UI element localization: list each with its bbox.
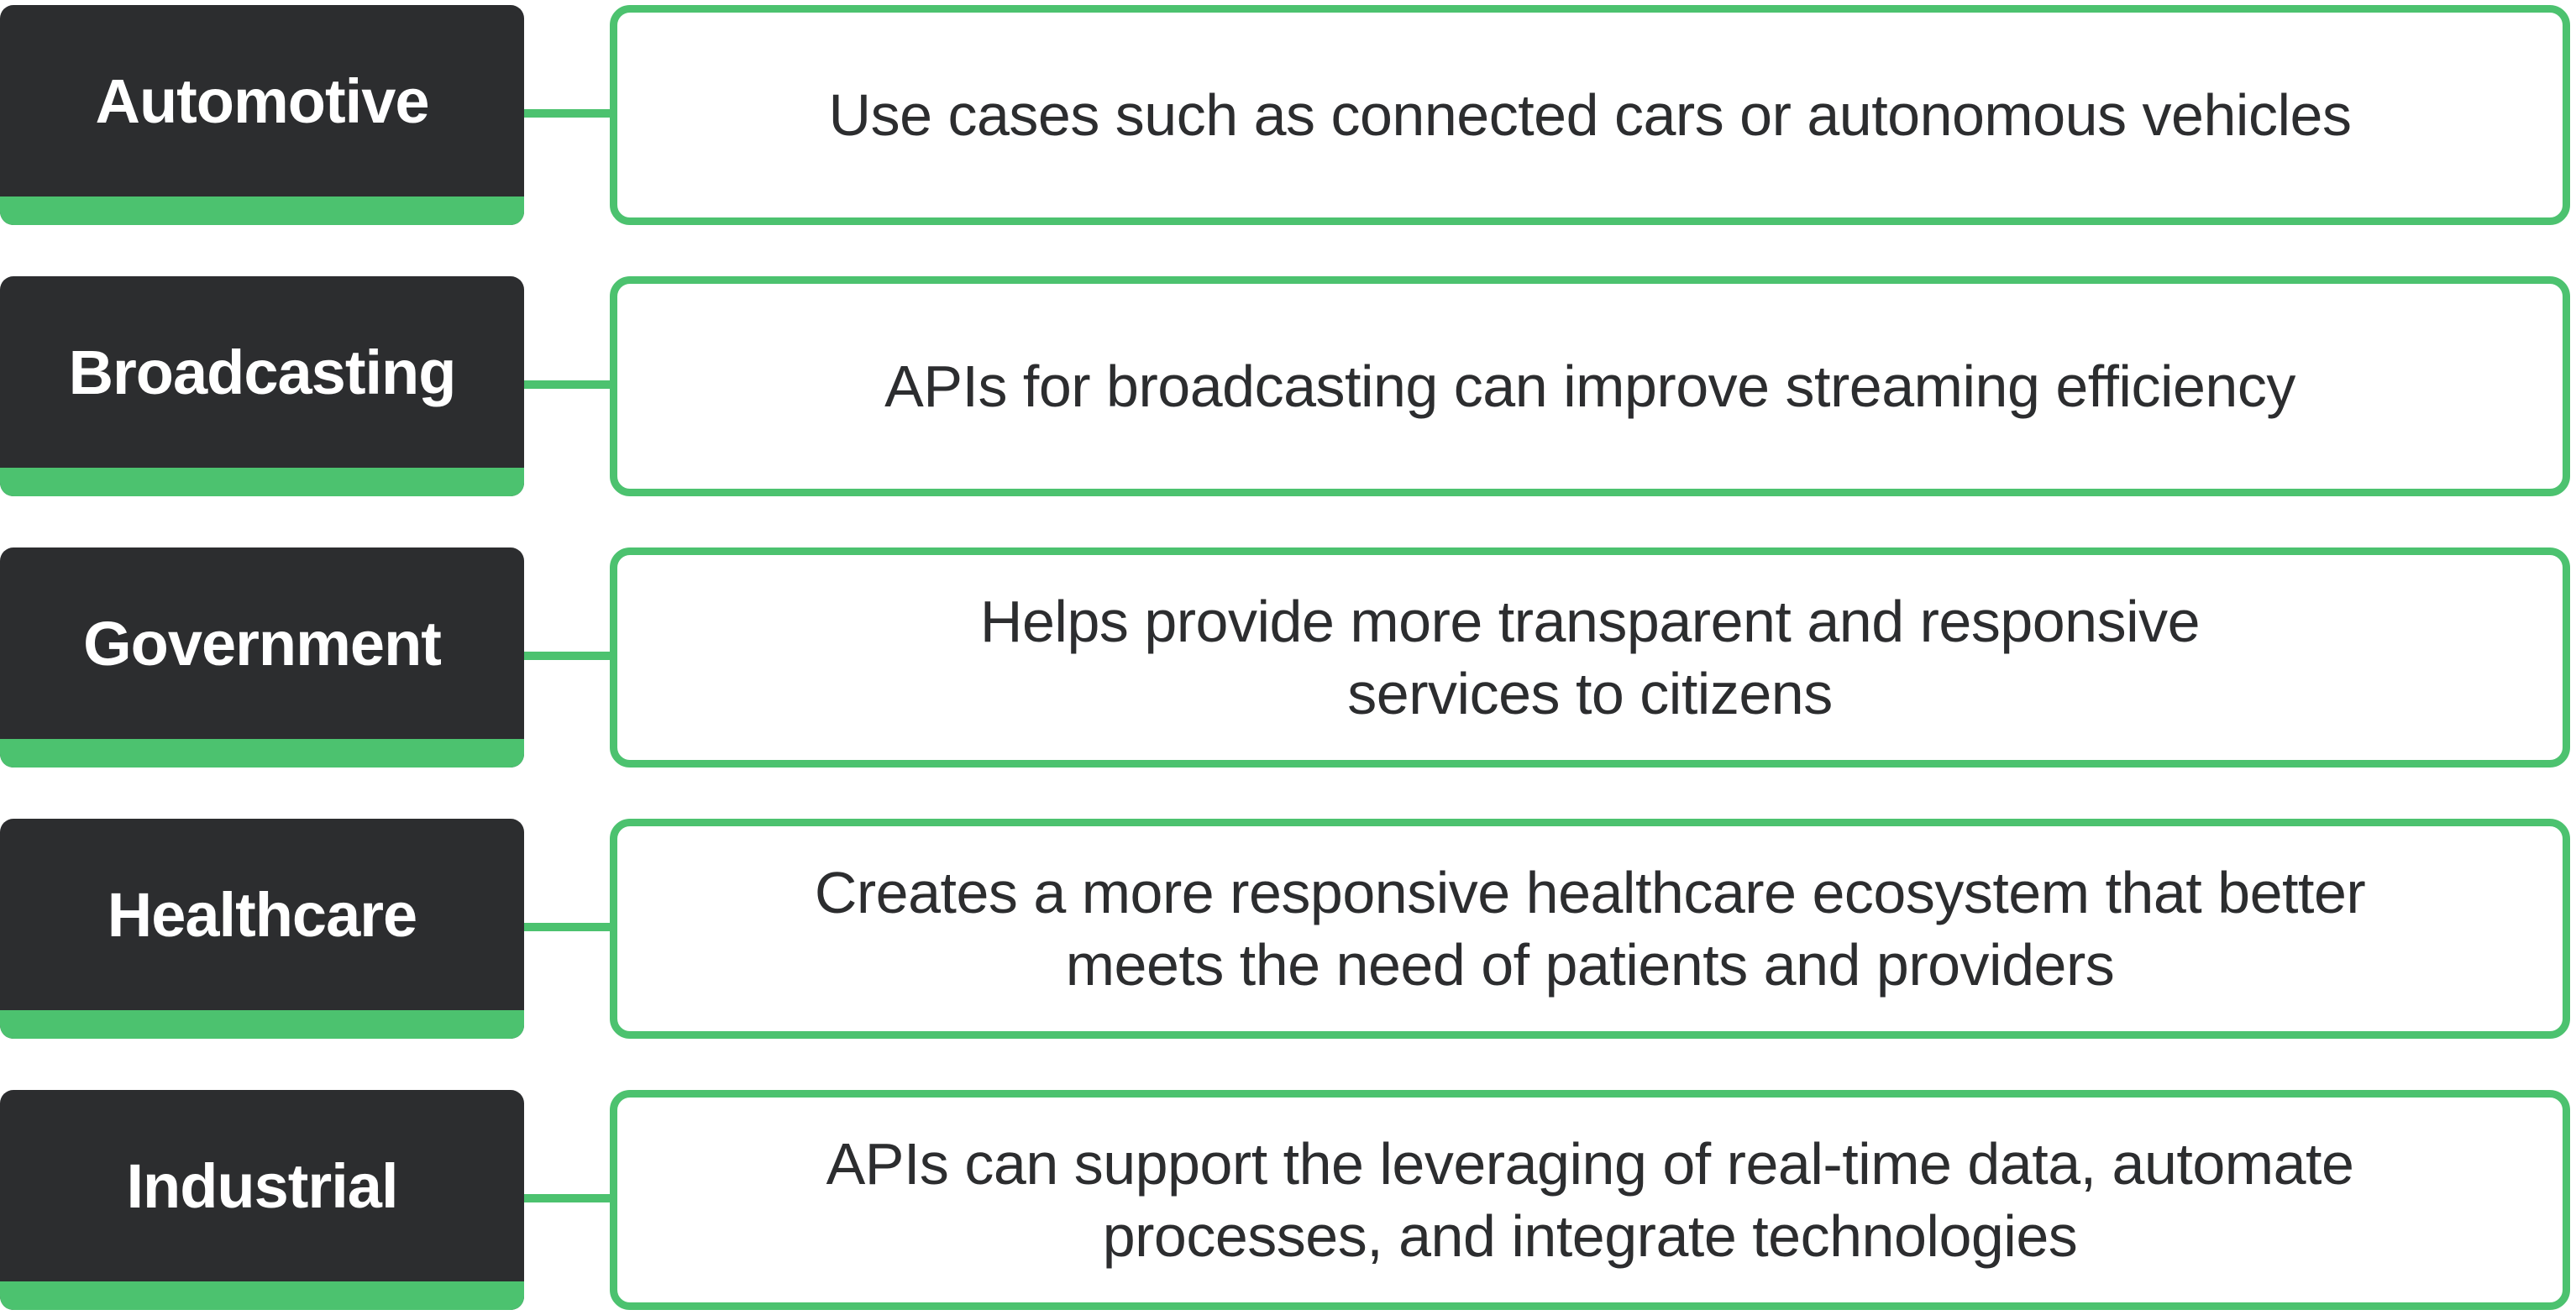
connector-line [524, 1194, 611, 1202]
category-label: Government [83, 608, 442, 678]
row-automotive: Automotive Use cases such as connected c… [0, 5, 2576, 230]
category-accent-bar [0, 196, 524, 225]
category-accent-bar [0, 468, 524, 496]
category-box-healthcare: Healthcare [0, 819, 524, 1039]
category-accent-bar [0, 739, 524, 768]
category-label: Industrial [126, 1150, 398, 1221]
row-healthcare: Healthcare Creates a more responsive hea… [0, 819, 2576, 1044]
category-label: Automotive [95, 65, 430, 136]
category-box-automotive: Automotive [0, 5, 524, 225]
description-text: APIs can support the leveraging of real-… [826, 1131, 2354, 1269]
description-box-automotive: Use cases such as connected cars or auto… [610, 5, 2570, 225]
category-accent-bar [0, 1010, 524, 1039]
description-box-broadcasting: APIs for broadcasting can improve stream… [610, 276, 2570, 496]
category-label: Broadcasting [68, 337, 457, 407]
row-government: Government Helps provide more transparen… [0, 547, 2576, 773]
description-box-government: Helps provide more transparent and respo… [610, 547, 2570, 768]
connector-line [524, 652, 611, 660]
category-label: Healthcare [107, 879, 417, 950]
category-box-government: Government [0, 547, 524, 768]
description-box-healthcare: Creates a more responsive healthcare eco… [610, 819, 2570, 1039]
description-text: APIs for broadcasting can improve stream… [884, 354, 2295, 419]
connector-line [524, 923, 611, 931]
connector-line [524, 380, 611, 389]
description-text: Creates a more responsive healthcare eco… [814, 860, 2366, 998]
description-text: Use cases such as connected cars or auto… [828, 82, 2352, 148]
row-industrial: Industrial APIs can support the leveragi… [0, 1090, 2576, 1315]
category-box-industrial: Industrial [0, 1090, 524, 1310]
connector-line [524, 109, 611, 118]
category-box-broadcasting: Broadcasting [0, 276, 524, 496]
row-broadcasting: Broadcasting APIs for broadcasting can i… [0, 276, 2576, 501]
description-text: Helps provide more transparent and respo… [979, 589, 2201, 726]
category-accent-bar [0, 1281, 524, 1310]
description-box-industrial: APIs can support the leveraging of real-… [610, 1090, 2570, 1310]
